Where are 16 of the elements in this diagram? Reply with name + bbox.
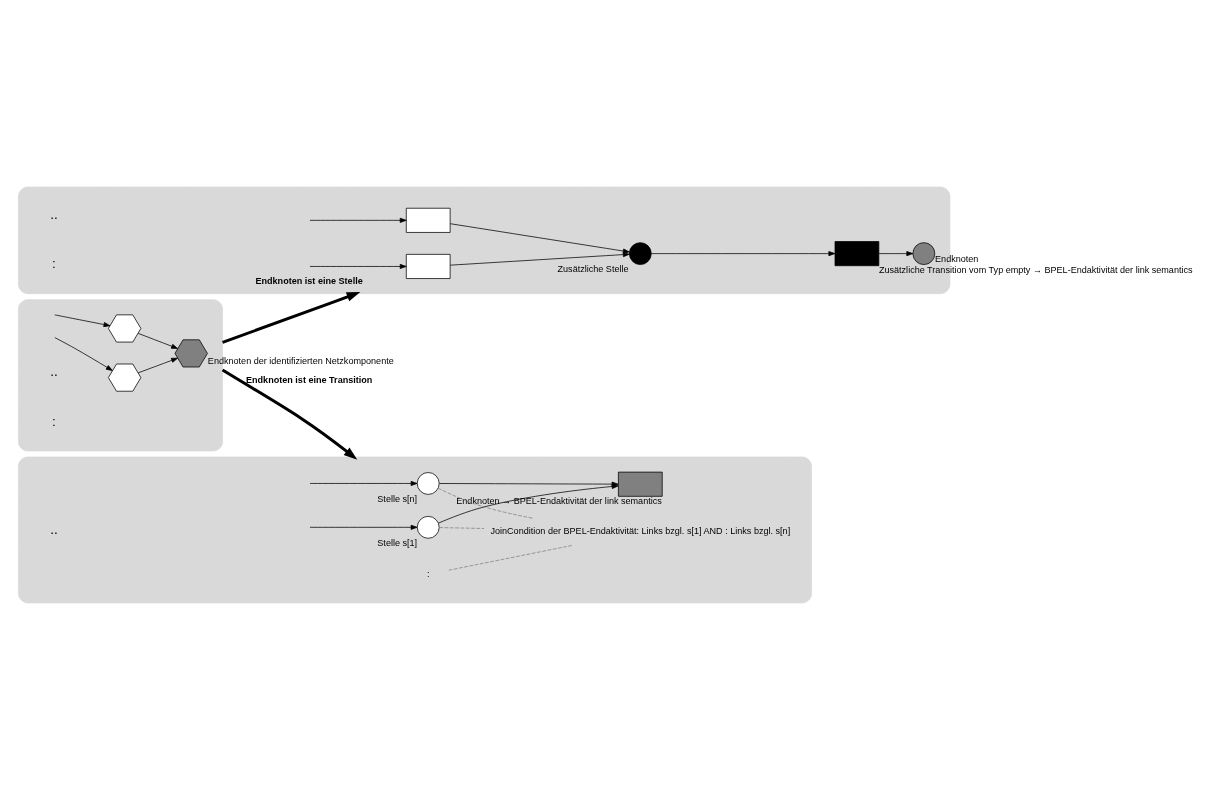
node-label: Zusätzliche Stelle (557, 263, 629, 274)
node-label: Stelle s[1] (377, 537, 418, 548)
label: .. (50, 521, 58, 537)
node-text: : (426, 568, 430, 579)
label: .. (50, 206, 58, 222)
label: : (52, 255, 56, 271)
node-text: JoinCondition der BPEL-Endaktivität: Links bzgl. s[1] AND : Links bzgl. s[n] (490, 525, 791, 536)
node-label: Zusätzliche Transition vom Typ empty → BPEL-Endaktivität der link semantics (878, 264, 1193, 275)
node-label: Endknoten (935, 253, 979, 264)
edge-label: Endknoten ist eine Stelle (255, 275, 363, 286)
label: : (52, 413, 56, 429)
label: .. (50, 363, 58, 379)
node-label: Endknoten der identifizierten Netzkomponente (207, 355, 394, 366)
node-label: Stelle s[n] (377, 493, 418, 504)
edge-label: Endknoten ist eine Transition (246, 374, 373, 385)
node-label: Endknoten → BPEL-Endaktivität der link semantics (456, 495, 662, 506)
